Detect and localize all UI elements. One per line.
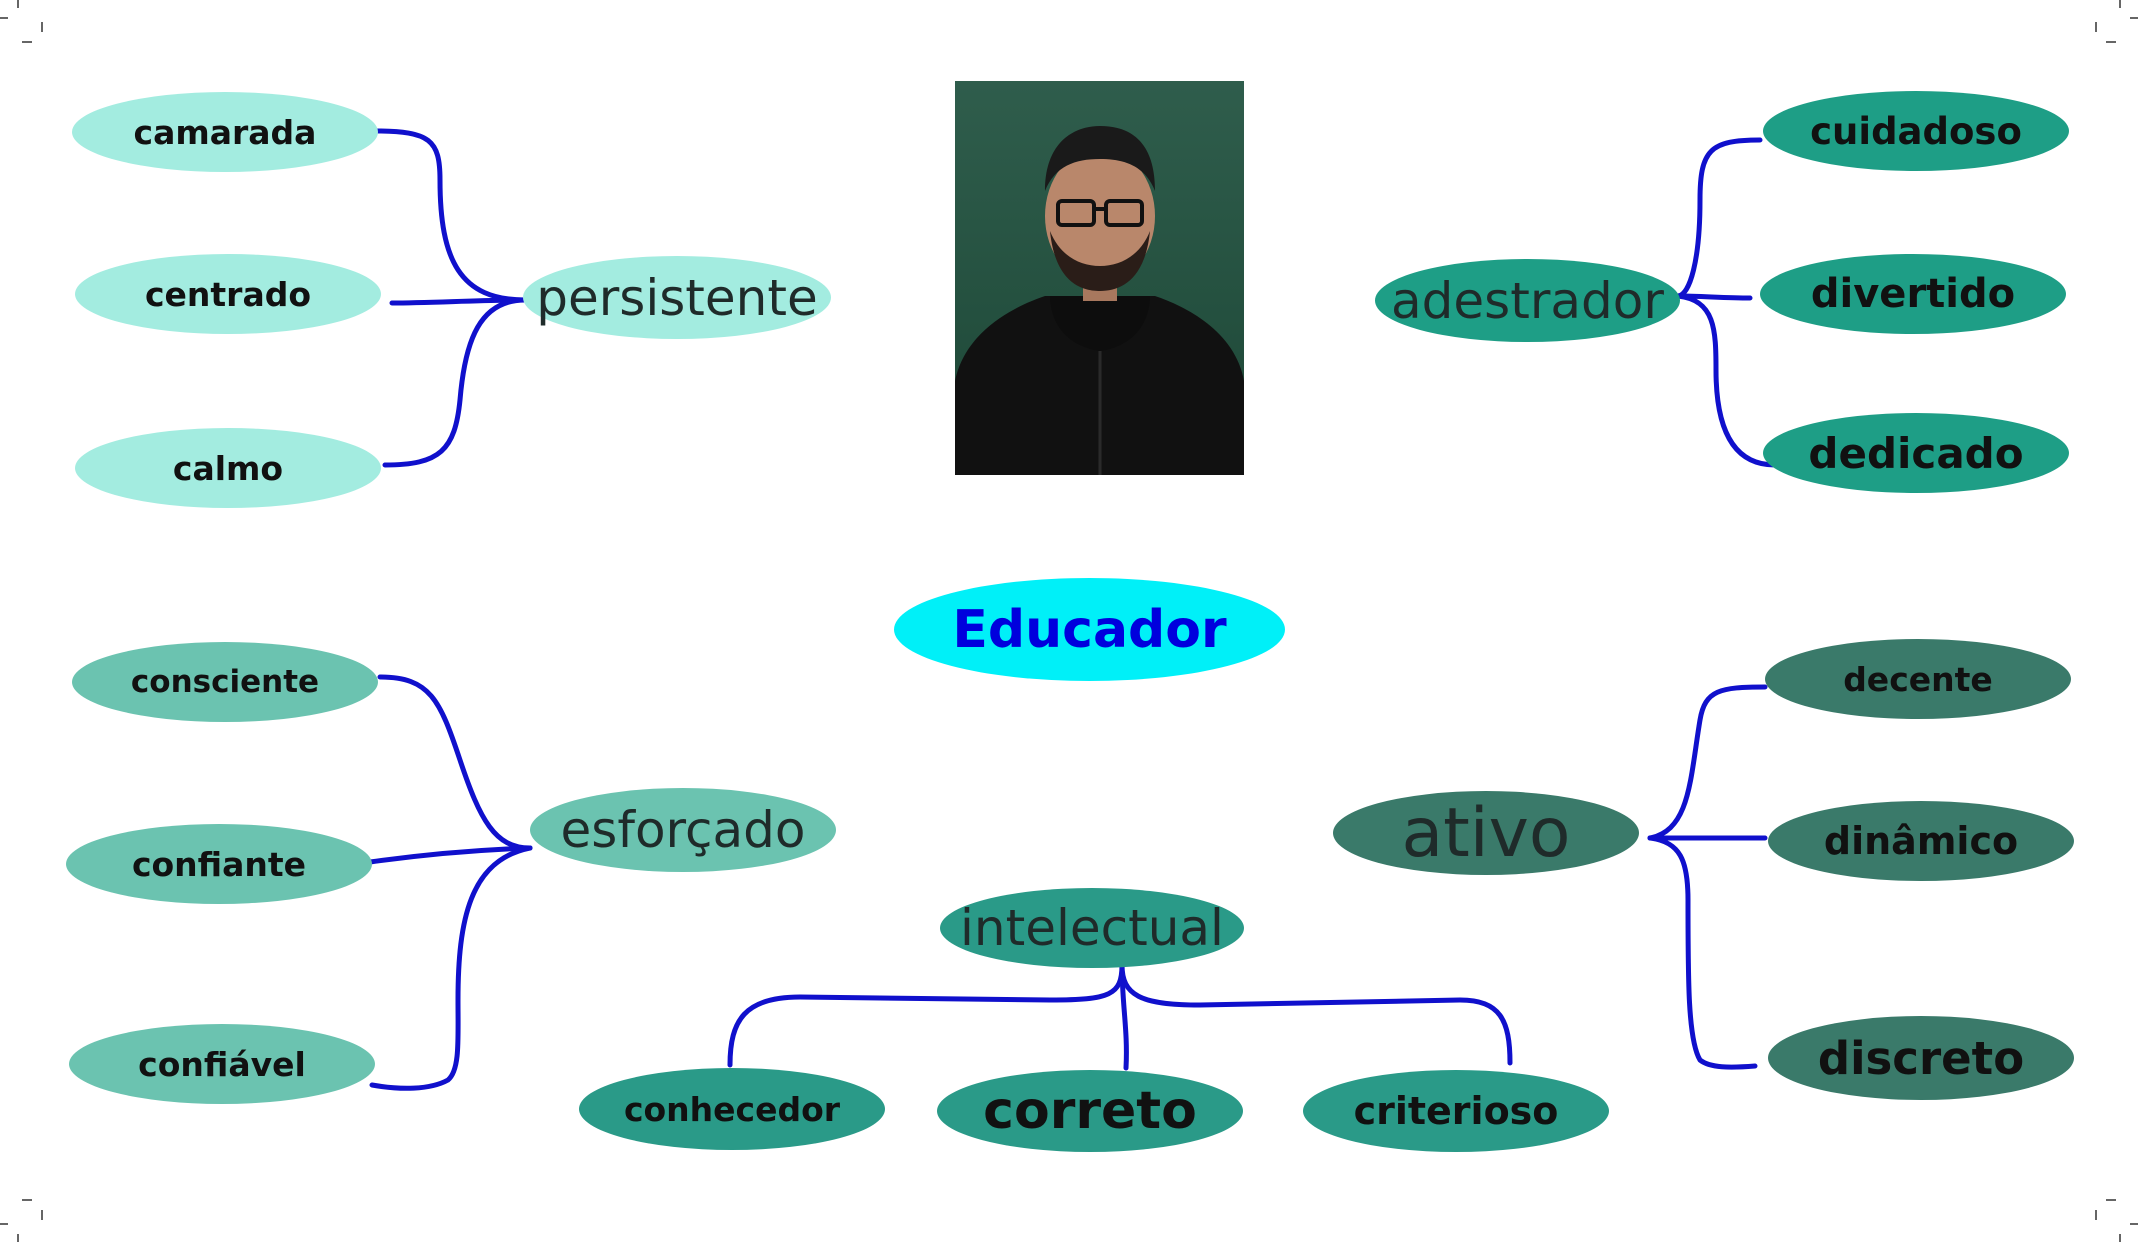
- leaf-divertido[interactable]: divertido: [1760, 254, 2066, 334]
- connector-camarada: [372, 128, 528, 303]
- leaf-confiavel[interactable]: confiável: [69, 1024, 375, 1104]
- connector-decente: [1647, 684, 1768, 841]
- hub-label: esforçado: [560, 801, 806, 859]
- leaf-label: consciente: [130, 664, 320, 700]
- leaf-dinamico[interactable]: dinâmico: [1768, 801, 2074, 881]
- person-icon: [955, 126, 1244, 475]
- leaf-decente[interactable]: decente: [1765, 639, 2071, 719]
- connector-confiante: [367, 845, 533, 865]
- hub-adestrador[interactable]: adestrador: [1375, 259, 1680, 342]
- hub-label: intelectual: [960, 899, 1224, 957]
- leaf-criterioso[interactable]: criterioso: [1303, 1070, 1609, 1152]
- person-photo: [955, 81, 1244, 475]
- leaf-label: decente: [1843, 659, 1993, 699]
- hub-intelectual[interactable]: intelectual: [940, 888, 1244, 968]
- crop-mark-icon: [2095, 0, 2138, 43]
- leaf-cuidadoso[interactable]: cuidadoso: [1763, 91, 2069, 171]
- connector-dedicado: [1675, 293, 1778, 468]
- leaf-label: confiante: [131, 844, 307, 884]
- connector-criterioso: [1119, 962, 1513, 1066]
- center-label: Educador: [952, 599, 1227, 660]
- connector-confiavel: [369, 845, 533, 1091]
- leaf-label: confiável: [138, 1044, 306, 1084]
- leaf-label: criterioso: [1353, 1089, 1559, 1133]
- hub-ativo[interactable]: ativo: [1333, 791, 1639, 875]
- leaf-label: camarada: [133, 112, 317, 152]
- leaf-label: conhecedor: [623, 1089, 841, 1129]
- leaf-label: dedicado: [1808, 428, 2024, 478]
- crop-mark-icon: [2095, 1199, 2138, 1242]
- hub-label: ativo: [1401, 793, 1571, 873]
- leaf-dedicado[interactable]: dedicado: [1763, 413, 2069, 493]
- center-node[interactable]: Educador: [894, 578, 1285, 681]
- leaf-label: dinâmico: [1823, 819, 2019, 863]
- connector-consciente: [377, 674, 533, 851]
- connector-discreto: [1647, 835, 1758, 1070]
- leaf-label: cuidadoso: [1810, 109, 2022, 153]
- leaf-confiante[interactable]: confiante: [66, 824, 372, 904]
- hub-label: adestrador: [1391, 271, 1664, 330]
- hub-label: persistente: [536, 268, 818, 327]
- leaf-conhecedor[interactable]: conhecedor: [579, 1068, 885, 1150]
- leaf-consciente[interactable]: consciente: [72, 642, 378, 722]
- leaf-calmo[interactable]: calmo: [75, 428, 381, 508]
- hub-esforcado[interactable]: esforçado: [530, 788, 836, 872]
- hub-persistente[interactable]: persistente: [523, 256, 831, 339]
- connector-calmo: [382, 297, 528, 468]
- leaf-camarada[interactable]: camarada: [72, 92, 378, 172]
- leaf-correto[interactable]: correto: [937, 1070, 1243, 1152]
- leaf-centrado[interactable]: centrado: [75, 254, 381, 334]
- leaf-label: discreto: [1817, 1031, 2025, 1085]
- crop-mark-icon: [0, 1199, 43, 1242]
- leaf-label: centrado: [144, 274, 312, 314]
- connector-cuidadoso: [1675, 137, 1763, 299]
- leaf-discreto[interactable]: discreto: [1768, 1016, 2074, 1100]
- leaf-label: divertido: [1810, 271, 2016, 317]
- connector-conhecedor: [727, 962, 1125, 1068]
- crop-mark-icon: [0, 0, 43, 43]
- leaf-label: correto: [983, 1081, 1197, 1141]
- leaf-label: calmo: [172, 448, 284, 488]
